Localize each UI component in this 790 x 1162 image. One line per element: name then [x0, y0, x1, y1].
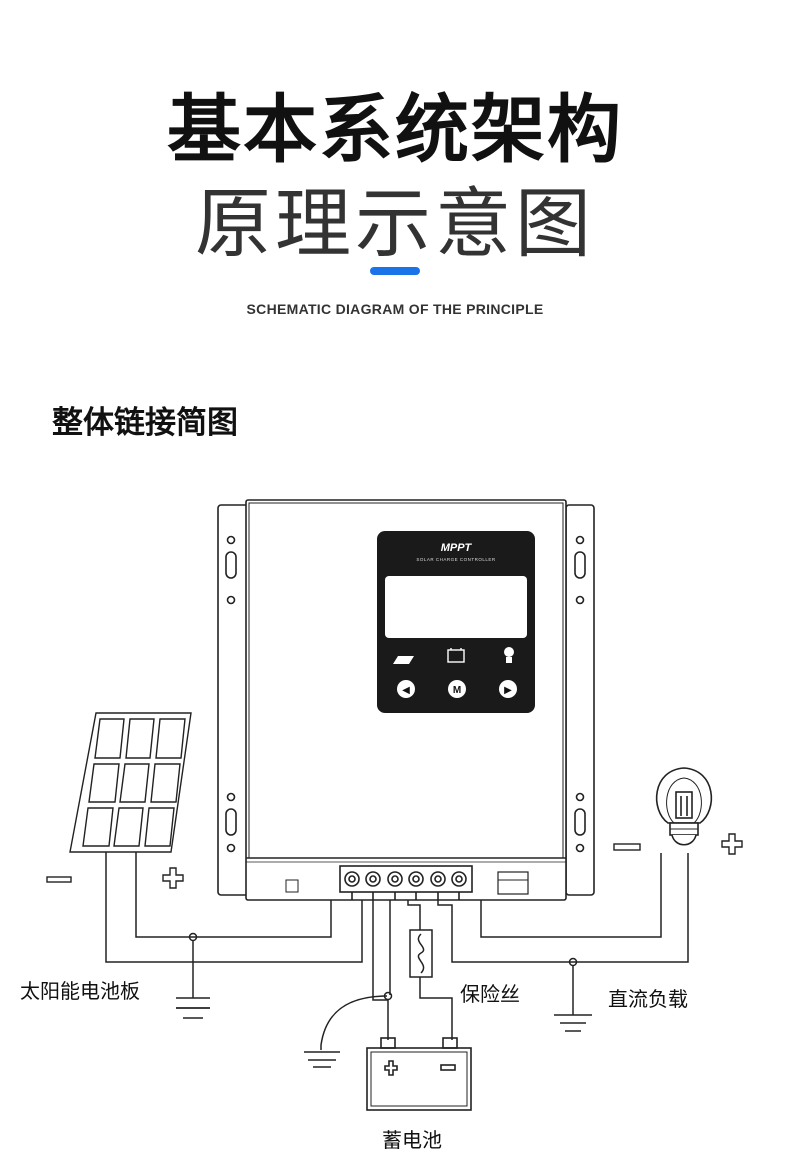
subtitle-english: SCHEMATIC DIAGRAM OF THE PRINCIPLE [246, 301, 544, 317]
lcd-screen [385, 576, 527, 638]
ground-icon [554, 957, 592, 1032]
terminal-block [339, 865, 473, 900]
battery-status-icon [447, 648, 465, 663]
solar-minus-icon [46, 876, 72, 883]
display-panel: MPPT SOLAR CHARGE CONTROLLER ◀ M ▶ [377, 531, 535, 713]
ground-icon [304, 991, 393, 1068]
ground-icon [176, 932, 210, 1019]
label-fuse: 保险丝 [460, 982, 520, 1006]
battery-icon [366, 1037, 472, 1111]
solar-wiring [105, 852, 363, 963]
label-solar-panel: 太阳能电池板 [20, 979, 140, 1003]
label-battery: 蓄电池 [382, 1128, 442, 1152]
load-wiring [437, 853, 689, 963]
right-bracket [565, 504, 595, 896]
wiring-diagram: MPPT SOLAR CHARGE CONTROLLER ◀ M ▶ [46, 499, 743, 1111]
load-minus-icon [613, 843, 641, 851]
left-button-label: ◀ [402, 685, 410, 696]
menu-button[interactable] [448, 680, 466, 698]
solar-panel-icon [69, 712, 192, 853]
label-dc-load: 直流负载 [608, 987, 688, 1011]
left-bracket [217, 504, 249, 896]
battery-wiring [320, 900, 453, 1046]
page-subtitle: 原理示意图 [195, 179, 595, 268]
brand-label: MPPT [441, 542, 473, 554]
accent-bar [370, 267, 420, 275]
menu-button-label: M [453, 685, 461, 696]
solar-status-icon [393, 656, 414, 664]
right-button-label: ▶ [504, 685, 512, 696]
load-plus-icon [721, 833, 743, 855]
bulb-icon [655, 767, 713, 846]
page-title: 基本系统架构 [167, 87, 623, 173]
left-button[interactable] [397, 680, 415, 698]
right-button[interactable] [499, 680, 517, 698]
fuse-icon [409, 929, 433, 978]
section-heading: 整体链接简图 [52, 405, 238, 441]
load-status-icon [504, 647, 514, 663]
model-label: SOLAR CHARGE CONTROLLER [416, 557, 496, 562]
solar-plus-icon [162, 867, 184, 889]
